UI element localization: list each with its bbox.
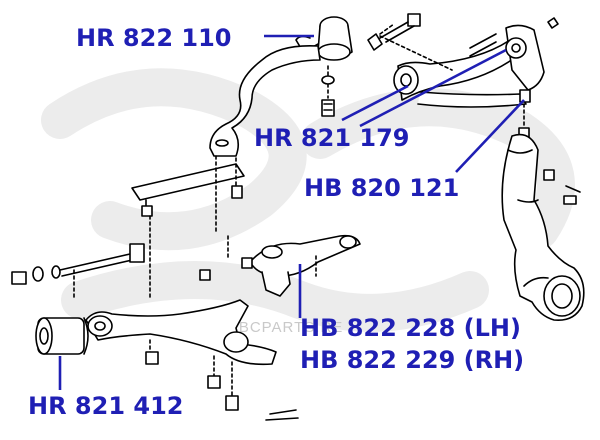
strut-bar [131,155,245,301]
parts-drawing [11,13,585,421]
lower-control-arm [85,299,299,421]
label-hb-820-121: HB 820 121 [304,174,459,202]
long-bolt [11,243,145,301]
lower-ball-joint [199,234,361,297]
label-hr-821-179: HR 821 179 [254,124,409,152]
upper-control-arm [379,17,559,139]
steering-knuckle [501,133,585,322]
label-hb-822-229: HB 822 229 (RH) [300,346,524,374]
leader-hr-821-179-a [341,84,409,122]
label-hb-822-228: HB 822 228 (LH) [300,314,521,342]
leader-hr-821-179-b [359,48,507,128]
upper-bracket [209,44,335,157]
leader-hb-820-121 [455,99,525,173]
label-hr-821-412: HR 821 412 [28,392,183,420]
leader-lines [58,34,525,390]
rear-bushing-821-412 [35,317,89,355]
top-bolt [367,13,421,51]
label-hr-822-110: HR 822 110 [76,24,231,52]
